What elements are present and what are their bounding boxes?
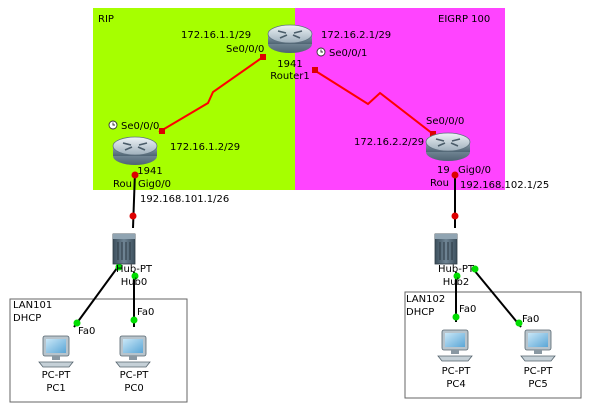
r1-right-ip: 172.16.2.1/29	[321, 30, 391, 41]
router-icon	[112, 136, 158, 166]
router1-name: Router1	[270, 71, 310, 82]
pc1-port: Fa0	[78, 326, 95, 337]
pc4[interactable]: PC-PT PC4	[437, 329, 473, 390]
eigrp-area-label: EIGRP 100	[438, 14, 490, 25]
pc1[interactable]: PC-PT PC1	[38, 335, 74, 394]
ethernet-link-hub0-pc1[interactable]	[73, 263, 121, 328]
lan101-box	[9, 298, 188, 403]
pc5-model: PC-PT	[524, 366, 554, 377]
router2[interactable]: 19 Rou	[425, 132, 471, 189]
hub0-name: Hub0	[121, 277, 148, 288]
router0[interactable]: 1941 Rou	[112, 136, 163, 190]
pc5-port: Fa0	[522, 314, 539, 325]
rip-area-label: RIP	[98, 14, 114, 25]
r2-serial-ip: 172.16.2.2/29	[354, 137, 424, 148]
lan101-name: LAN101	[13, 300, 52, 311]
pc4-port: Fa0	[459, 304, 476, 315]
r2-gig-ip: 192.168.102.1/25	[460, 180, 549, 191]
hub0[interactable]: Hub-PT Hub0	[112, 233, 153, 288]
clock-icon	[108, 120, 118, 130]
router2-name: Rou	[430, 178, 449, 189]
pc-icon	[115, 335, 151, 368]
r2-serial-if: Se0/0/0	[426, 116, 464, 127]
pc4-name: PC4	[446, 379, 465, 390]
pc0-port: Fa0	[137, 307, 154, 318]
r0-gig-ip: 192.168.101.1/26	[140, 194, 229, 205]
lan102-mode: DHCP	[406, 307, 434, 318]
pc5[interactable]: PC-PT PC5	[520, 329, 556, 390]
pc4-model: PC-PT	[442, 366, 472, 377]
lan102-name: LAN102	[406, 294, 445, 305]
pc0-model: PC-PT	[120, 370, 150, 381]
hub2-name: Hub2	[443, 277, 470, 288]
eigrp-area	[295, 8, 505, 190]
pc1-name: PC1	[46, 383, 65, 394]
serial-link-r0-r1[interactable]	[158, 56, 264, 133]
router-icon	[425, 132, 471, 162]
r0-gig-if: Gig0/0	[138, 179, 171, 190]
clock-icon	[316, 47, 326, 57]
lan101-mode: DHCP	[13, 313, 41, 324]
serial-link-r1-r2[interactable]	[313, 69, 434, 135]
port-indicators	[73, 54, 523, 327]
router0-model: 1941	[137, 166, 162, 177]
pc-icon	[520, 329, 556, 362]
r2-gig-if: Gig0/0	[458, 165, 491, 176]
router-icon	[267, 24, 313, 54]
hub-icon	[112, 233, 136, 265]
pc0-name: PC0	[124, 383, 143, 394]
ethernet-link-hub2-pc5[interactable]	[473, 269, 522, 328]
router0-name: Rou	[113, 179, 132, 190]
hub2[interactable]: Hub-PT Hub2	[434, 233, 475, 288]
router1-model: 1941	[277, 59, 302, 70]
r0-serial-ip: 172.16.1.2/29	[170, 142, 240, 153]
pc0[interactable]: PC-PT PC0	[115, 335, 151, 394]
router1[interactable]: 1941 Router1	[267, 24, 313, 82]
pc-icon	[38, 335, 74, 368]
r1-left-if: Se0/0/0	[226, 44, 264, 55]
pc-icon	[437, 329, 473, 362]
hub0-model: Hub-PT	[116, 264, 153, 275]
pc5-name: PC5	[528, 379, 547, 390]
r1-right-if: Se0/0/1	[329, 48, 367, 59]
router2-model: 19	[437, 165, 450, 176]
hub-icon	[434, 233, 458, 265]
r0-serial-if: Se0/0/0	[121, 121, 159, 132]
pc1-model: PC-PT	[42, 370, 72, 381]
hub2-model: Hub-PT	[438, 264, 475, 275]
r1-left-ip: 172.16.1.1/29	[181, 30, 251, 41]
